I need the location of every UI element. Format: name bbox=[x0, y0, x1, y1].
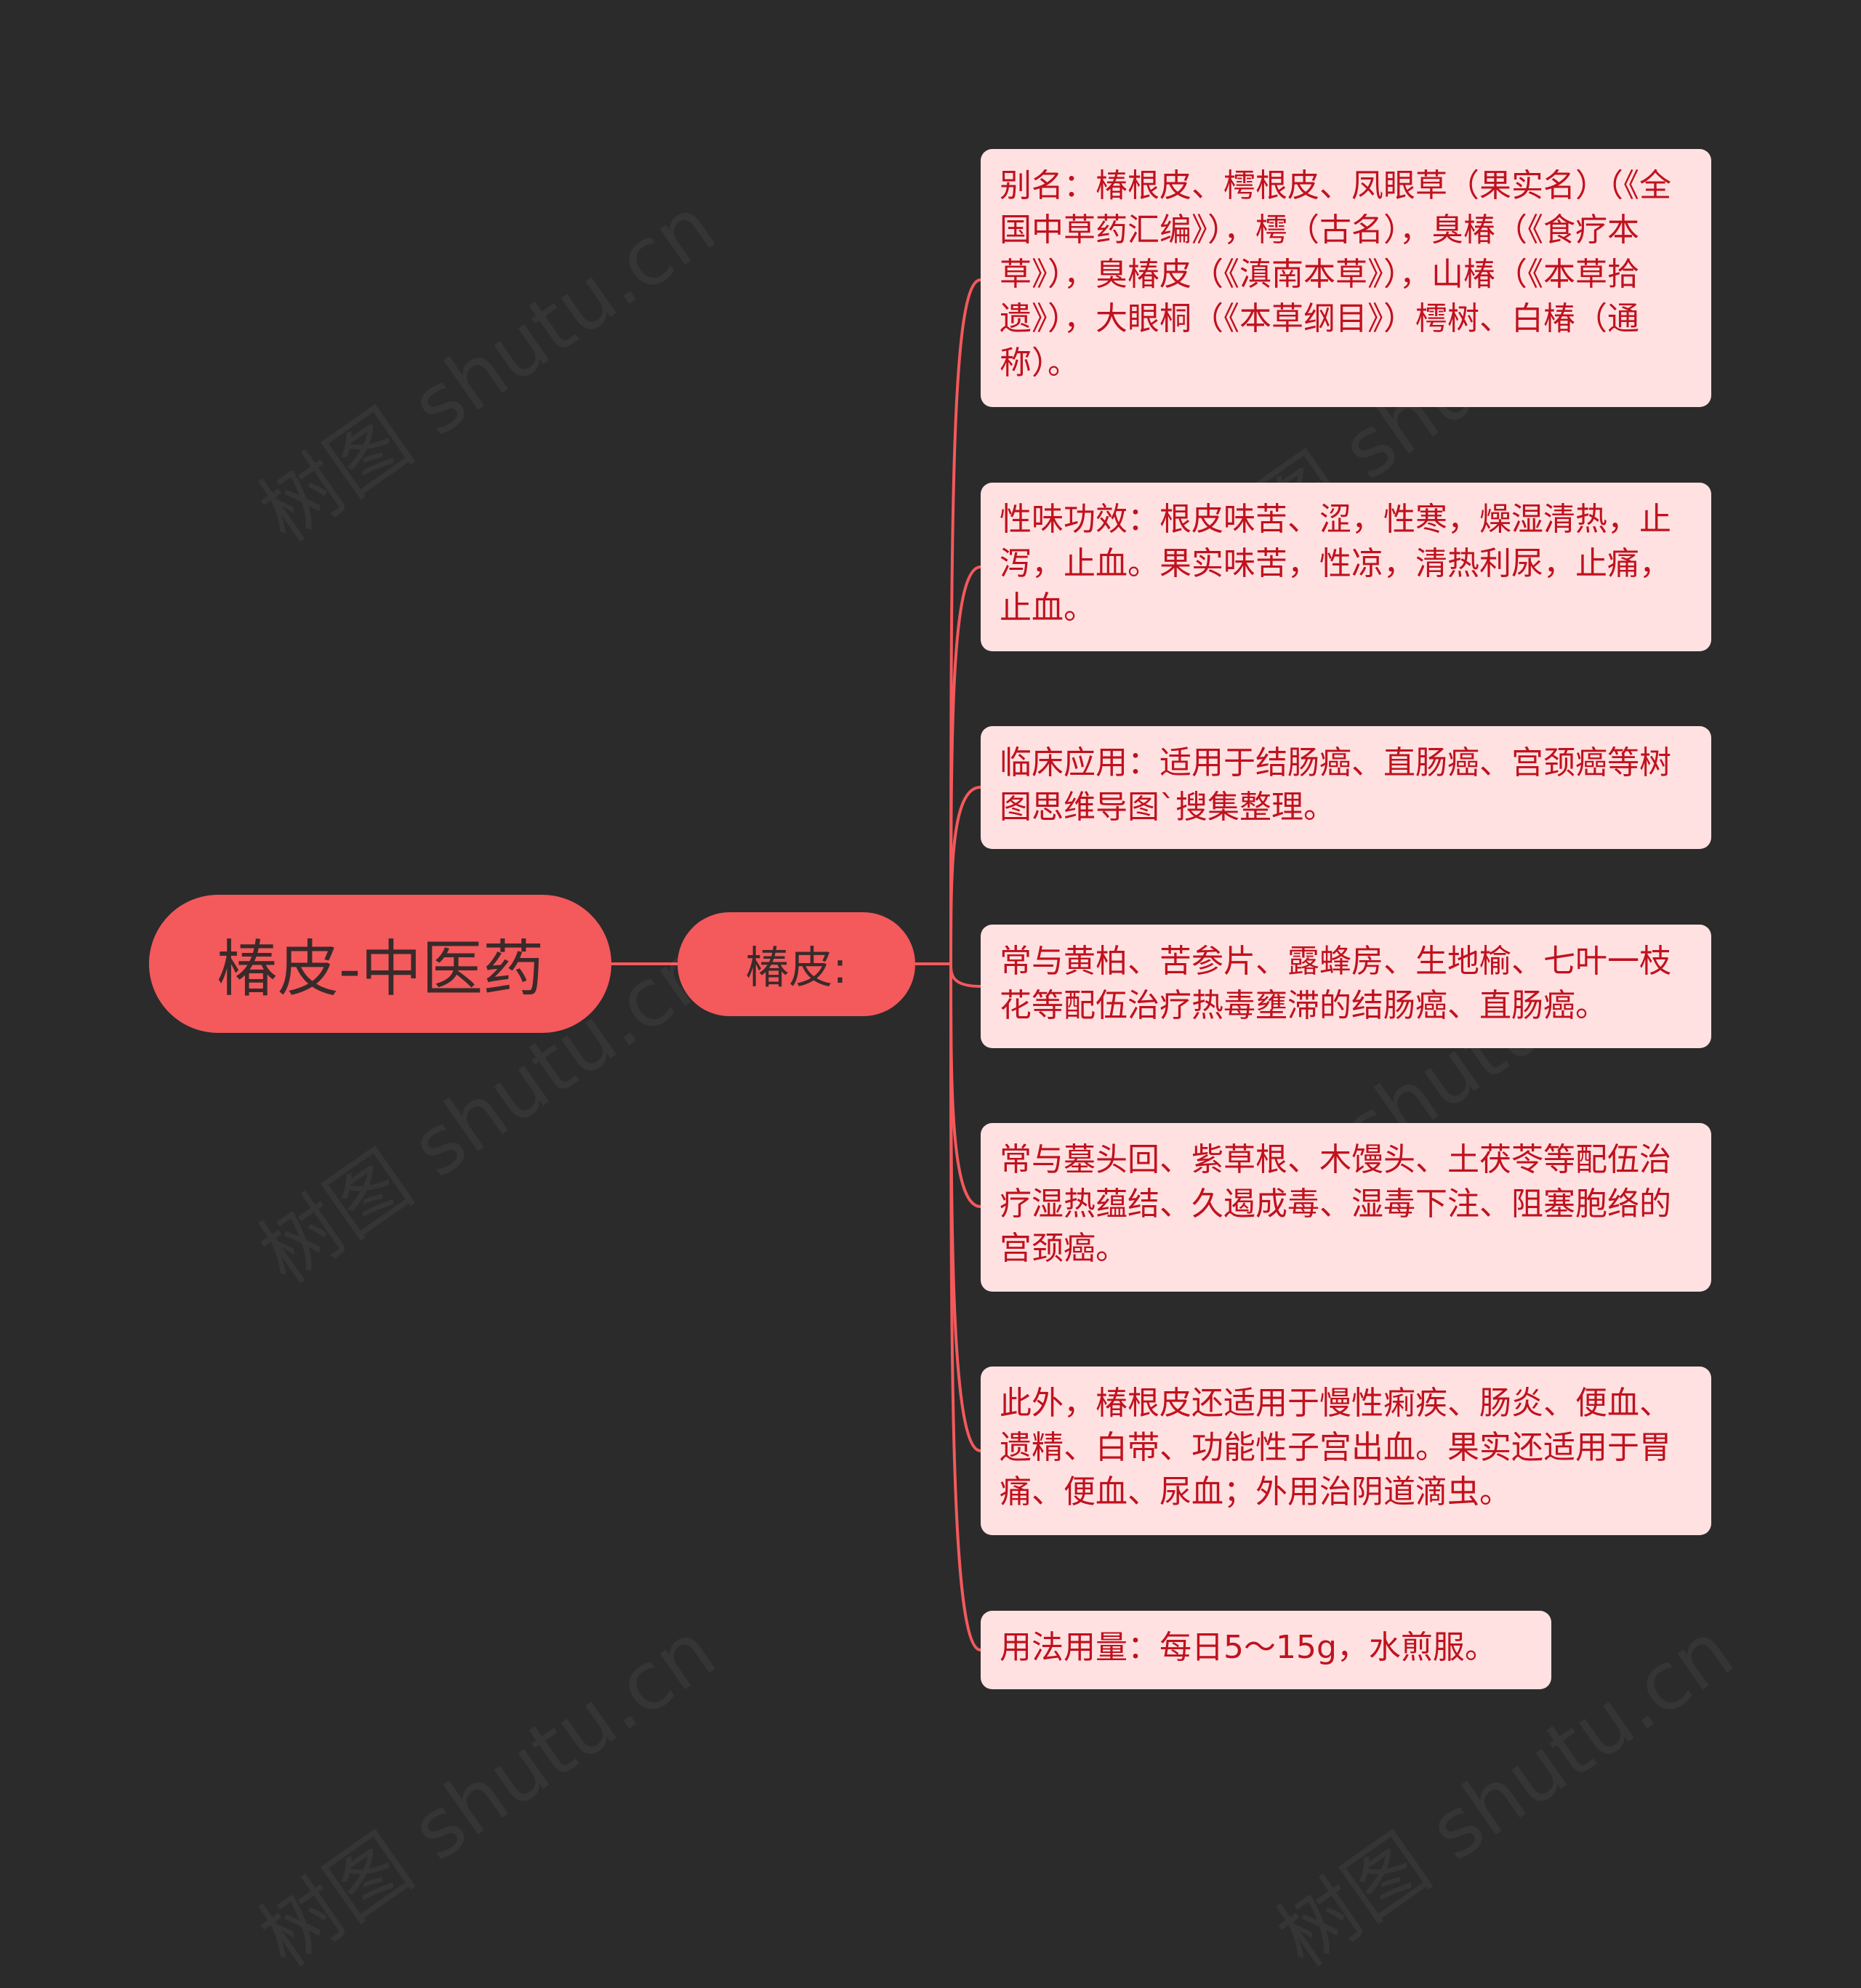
leaf-node-aliases[interactable]: 别名：椿根皮、樗根皮、凤眼草（果实名）（《全国中草药汇编》），樗（古名），臭椿（… bbox=[981, 149, 1711, 407]
branch-connector-4 bbox=[915, 962, 981, 988]
branch-connector-6 bbox=[915, 962, 981, 1452]
connector-lines bbox=[611, 278, 981, 1651]
branch-connector-3 bbox=[915, 786, 981, 965]
branch-connector-5 bbox=[915, 962, 981, 1208]
leaf-node-other-uses[interactable]: 此外，椿根皮还适用于慢性痢疾、肠炎、便血、遗精、白带、功能性子宫出血。果实还适用… bbox=[981, 1367, 1711, 1535]
root-node[interactable]: 椿皮-中医药 bbox=[149, 895, 611, 1033]
leaf-node-dosage[interactable]: 用法用量：每日5～15g，水煎服。 bbox=[981, 1611, 1551, 1689]
leaf-node-combination-colorectal[interactable]: 常与黄柏、苦参片、露蜂房、生地榆、七叶一枝花等配伍治疗热毒壅滞的结肠癌、直肠癌。 bbox=[981, 925, 1711, 1048]
leaf-node-combination-cervical[interactable]: 常与墓头回、紫草根、木馒头、土茯苓等配伍治疗湿热蕴结、久遏成毒、湿毒下注、阻塞胞… bbox=[981, 1123, 1711, 1292]
branch-node[interactable]: 椿皮: bbox=[678, 912, 915, 1016]
branch-connector-1 bbox=[915, 278, 981, 965]
leaf-node-properties[interactable]: 性味功效：根皮味苦、涩，性寒，燥湿清热，止泻，止血。果实味苦，性凉，清热利尿，止… bbox=[981, 483, 1711, 651]
branch-connector-2 bbox=[915, 566, 981, 965]
branch-connector-7 bbox=[915, 962, 981, 1651]
leaf-node-clinical-use[interactable]: 临床应用：适用于结肠癌、直肠癌、宫颈癌等树图思维导图`搜集整理。 bbox=[981, 726, 1711, 849]
